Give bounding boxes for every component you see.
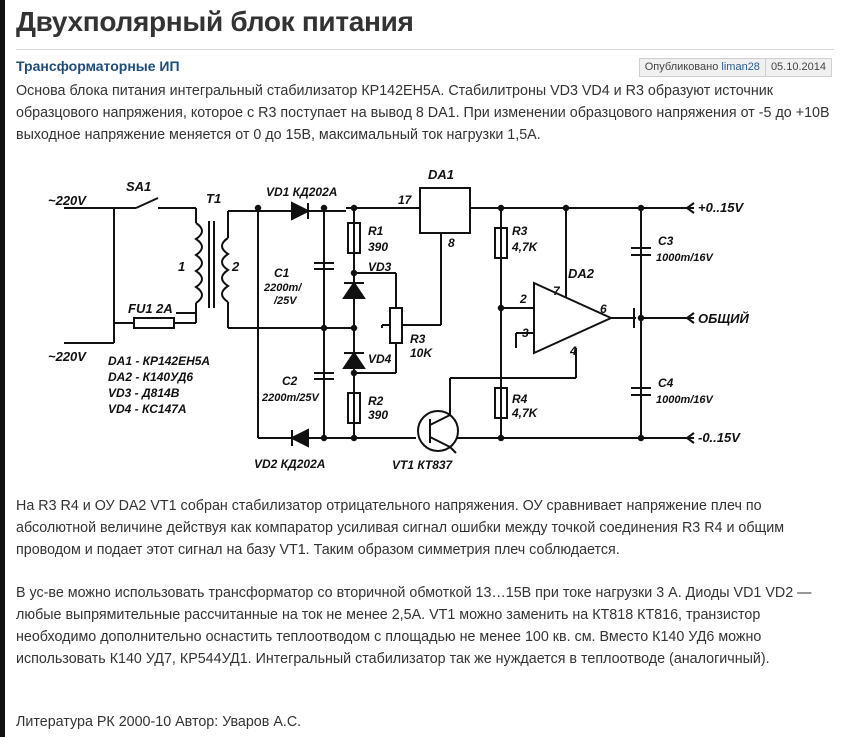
- label-vd3: VD3: [368, 260, 392, 274]
- label-pot-r3-value: 10K: [410, 346, 433, 360]
- label-sa1: SA1: [126, 179, 151, 194]
- paragraph-components: В ус-ве можно использовать трансформатор…: [16, 585, 812, 667]
- label-vd1: VD1 КД202А: [266, 185, 337, 199]
- label-da2-pin6: 6: [600, 302, 607, 316]
- label-c3: C3: [658, 234, 674, 248]
- legend-line-3: VD3 - Д814В: [108, 386, 180, 400]
- junction-dots: [254, 204, 645, 442]
- label-out-pos: +0..15V: [698, 200, 745, 215]
- category-link[interactable]: Трансформаторные ИП: [16, 58, 180, 74]
- label-da2-pin7: 7: [553, 284, 561, 298]
- label-da2-pin2: 2: [519, 292, 527, 306]
- label-c4: C4: [658, 376, 674, 390]
- label-r2: R2: [368, 394, 384, 408]
- legend-line-2: DA2 - К140УД6: [108, 370, 193, 384]
- paragraph-intro: Основа блока питания интегральный стабил…: [16, 83, 830, 143]
- legend-line-4: VD4 - КС147А: [108, 402, 187, 416]
- legend-line-1: DA1 - КР142ЕН5А: [108, 354, 210, 368]
- label-r1: R1: [368, 224, 384, 238]
- label-da1-pin17: 17: [398, 193, 413, 207]
- left-border-bar: [0, 0, 5, 737]
- circuit-schematic: ~220V ~220V SA1 T1 1 2 FU1 2A VD1 КД202А…: [48, 167, 750, 472]
- label-c3-value: 1000m/16V: [656, 252, 715, 264]
- label-r4-value: 4,7K: [511, 406, 539, 420]
- label-r1-value: 390: [368, 240, 388, 254]
- label-da2-pin4: 4: [569, 344, 577, 358]
- label-da2-pin3: 3: [522, 326, 529, 340]
- label-vd2: VD2 КД202А: [254, 457, 325, 471]
- label-c1: C1: [274, 266, 290, 280]
- published-label: Опубликовано liman28: [644, 61, 760, 73]
- label-t1: T1: [206, 191, 221, 206]
- page-title: Двухполярный блок питания: [16, 6, 414, 37]
- label-da1: DA1: [428, 167, 454, 182]
- author-link[interactable]: liman28: [721, 61, 760, 73]
- label-r4: R4: [512, 392, 528, 406]
- title-divider: [16, 49, 834, 50]
- label-r3: R3: [512, 224, 528, 238]
- publish-info: Опубликовано liman28 05.10.2014: [638, 58, 832, 77]
- label-out-neg: -0..15V: [698, 430, 741, 445]
- label-ac-top: ~220V: [48, 193, 87, 208]
- label-pot-r3: R3: [410, 332, 426, 346]
- publish-date: 05.10.2014: [764, 59, 831, 76]
- paragraph-negative-stabilizer: На R3 R4 и ОУ DA2 VT1 собран стабилизато…: [16, 498, 785, 558]
- label-ac-bottom: ~220V: [48, 349, 87, 364]
- label-c1-value-a: 2200m/: [263, 282, 303, 294]
- label-da1-pin8: 8: [448, 236, 455, 250]
- label-out-common: ОБЩИЙ: [698, 310, 750, 326]
- paragraph-literature: Литература РК 2000-10 Автор: Уваров А.С.: [16, 714, 302, 730]
- label-vd4: VD4: [368, 352, 392, 366]
- label-c2: C2: [282, 374, 298, 388]
- schematic-wires: [64, 187, 695, 454]
- label-c1-value-b: /25V: [273, 295, 298, 307]
- label-winding-1: 1: [178, 259, 185, 274]
- label-vt1: VT1 КТ837: [392, 458, 454, 472]
- label-c2-value: 2200m/25V: [261, 392, 321, 404]
- label-winding-2: 2: [231, 259, 240, 274]
- label-c4-value: 1000m/16V: [656, 394, 715, 406]
- label-da2: DA2: [568, 266, 595, 281]
- label-r3-value: 4,7K: [511, 240, 539, 254]
- label-r2-value: 390: [368, 408, 388, 422]
- label-fuse: FU1 2A: [128, 301, 173, 316]
